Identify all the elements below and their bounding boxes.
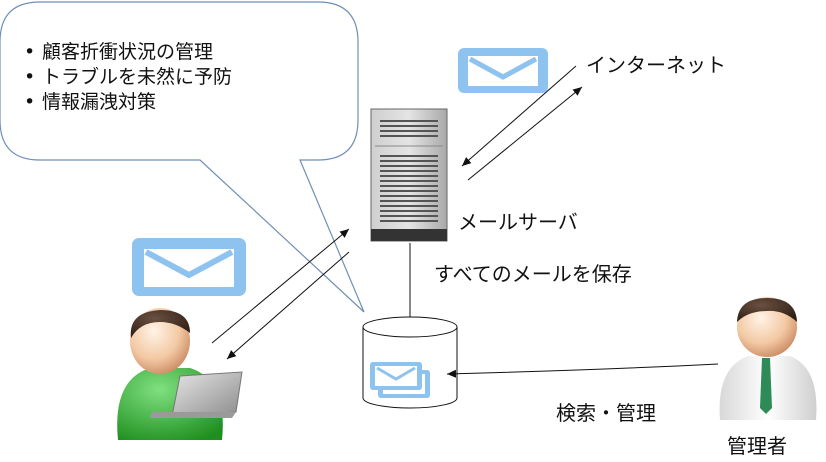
bubble-item: 情報漏洩対策 — [24, 90, 232, 115]
label-internet: インターネット — [586, 53, 726, 77]
user-icon — [117, 308, 243, 440]
arrow-internet-to-server — [461, 65, 577, 167]
arrow-server-to-user — [226, 251, 350, 360]
arrow-server-to-internet — [467, 86, 583, 181]
server-icon — [370, 108, 448, 242]
label-search-manage: 検索・管理 — [556, 401, 656, 425]
arrow-user-to-server — [211, 228, 350, 344]
arrow-admin-to-database — [446, 363, 719, 378]
mail-icon — [370, 362, 430, 398]
bubble-item: 顧客折衝状況の管理 — [24, 40, 232, 65]
mail-icon — [132, 238, 246, 296]
bubble-list: 顧客折衝状況の管理 トラブルを未然に予防 情報漏洩対策 — [24, 40, 232, 115]
label-mail-server: メールサーバ — [458, 210, 578, 234]
label-save-all: すべてのメールを保存 — [434, 262, 632, 286]
mail-icon — [458, 48, 548, 93]
label-admin: 管理者 — [727, 434, 787, 458]
database-icon — [362, 316, 458, 409]
bubble-item: トラブルを未然に予防 — [24, 65, 232, 90]
laptop-icon — [150, 371, 243, 418]
admin-icon — [719, 297, 817, 420]
